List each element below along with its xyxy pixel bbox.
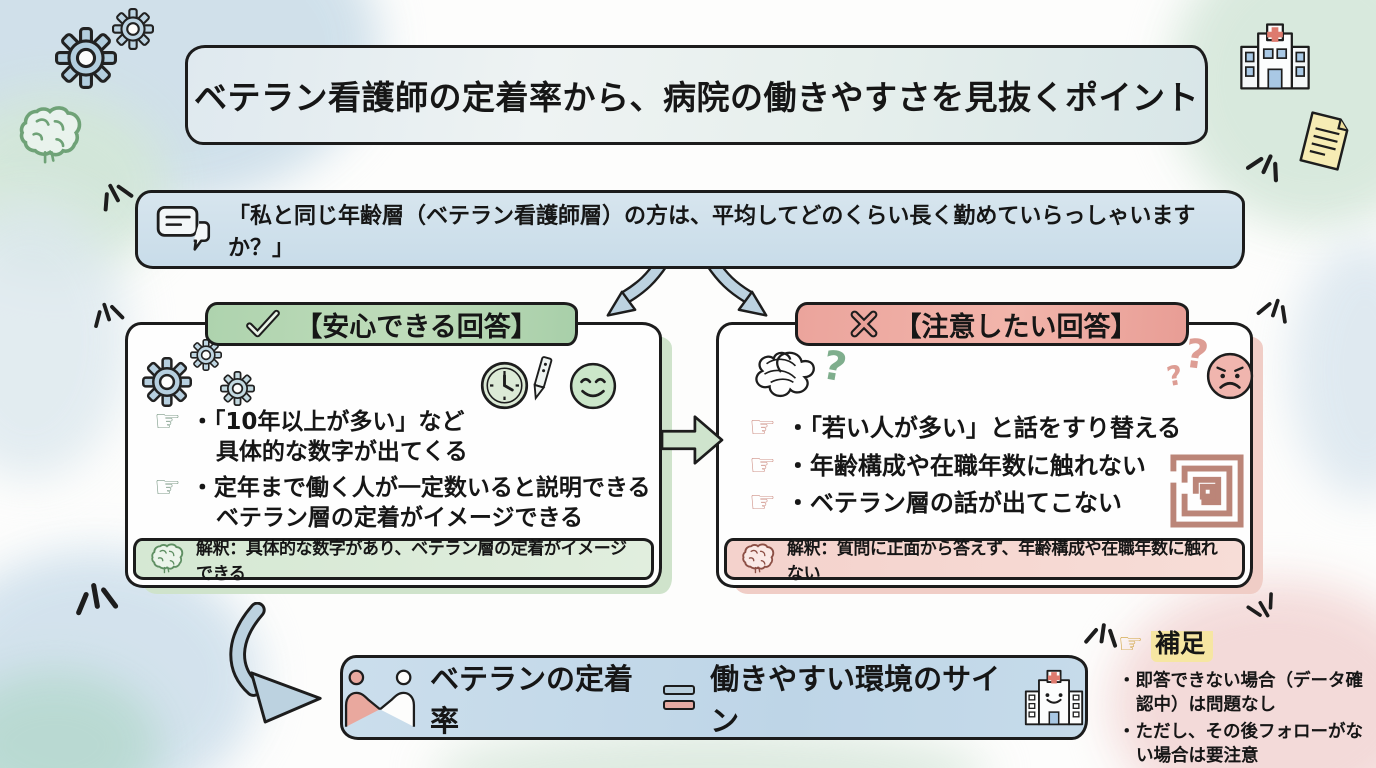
bad-interpretation-bar: 解釈：質問に正面から答えず、年齢構成や在職年数に触れない — [724, 538, 1245, 584]
bad-bullet-text: ・年齢構成や在職年数に触れない — [785, 452, 1146, 480]
gear-icon — [142, 357, 192, 407]
title-banner: ベテラン看護師の定着率から、病院の働きやすさを見抜くポイント — [185, 45, 1208, 145]
question-banner: 「私と同じ年齢層（ベテラン看護師層）の方は、平均してどのくらい長く勤めていらっし… — [135, 190, 1245, 269]
supplement-notes: ・即答できない場合（データ確認中）は問題なし ・ただし、その後フォローがない場合… — [1118, 669, 1374, 768]
hospital-icon — [1238, 22, 1312, 92]
gear-icon — [112, 8, 154, 50]
conclusion-box: ベテランの定着率 働きやすい環境のサイン — [340, 655, 1088, 740]
supplement-note: ・即答できない場合（データ確認中）は問題なし — [1118, 671, 1363, 716]
brain-icon — [148, 542, 186, 576]
bad-bullet-row: ☞ ・ベテラン層の話が出てこない — [749, 488, 1122, 520]
question-text: 「私と同じ年齢層（ベテラン看護師層）の方は、平均してどのくらい長く勤めていらっし… — [228, 203, 1196, 261]
pointing-hand-icon: ☞ — [749, 448, 776, 483]
pointing-hand-icon: ☞ — [1118, 626, 1144, 660]
watercolor-blob — [1290, 240, 1376, 500]
bad-bullet-row: ☞ ・「若い人が多い」と話をすり替える — [749, 413, 1181, 445]
good-interpretation-bar: 解釈：具体的な数字があり、ベテラン層の定着がイメージできる — [133, 538, 654, 584]
equals-bar — [663, 700, 696, 710]
page-title: ベテラン看護師の定着率から、病院の働きやすさを見抜くポイント — [194, 78, 1199, 117]
supplement-section: ☞ 補足 ・即答できない場合（データ確認中）は問題なし ・ただし、その後フォロー… — [1118, 624, 1374, 768]
question-mark-icon: ? — [819, 342, 851, 392]
bad-answer-header: 【注意したい回答】 — [795, 302, 1189, 346]
bad-bullet-text: ・「若い人が多い」と話をすり替える — [785, 414, 1182, 442]
good-answer-title: 【安心できる回答】 — [295, 311, 538, 343]
good-bullet-row: ☞ ・定年まで働く人が一定数いると説明できる ベテラン層の定着がイメージできる — [154, 473, 650, 534]
supplement-note: ・ただし、その後フォローがない場合は要注意 — [1118, 722, 1363, 767]
brain-icon — [739, 542, 777, 576]
maze-icon — [1165, 449, 1249, 533]
handshake-icon — [343, 668, 417, 728]
bad-answer-box: ? ? ? ☞ ・「若い人が多い」と話をすり替える ☞ ・年齢構成や在職年数に触… — [716, 322, 1253, 588]
checkmark-icon — [245, 308, 281, 340]
sparkle-icon — [64, 562, 127, 625]
hospital-smiley-icon — [1023, 668, 1085, 728]
pointing-hand-icon: ☞ — [749, 410, 776, 445]
gear-icon — [55, 27, 117, 89]
clock-icon — [480, 361, 529, 410]
bad-answer-title: 【注意したい回答】 — [894, 311, 1138, 343]
good-answer-box: ☞ ・「10年以上が多い」など 具体的な数字が出てくる ☞ ・定年まで働く人が一… — [125, 322, 662, 588]
good-answer-header: 【安心できる回答】 — [205, 302, 578, 346]
pointing-hand-icon: ☞ — [154, 470, 181, 505]
good-bullet-text: ・定年まで働く人が一定数いると説明できる ベテラン層の定着がイメージできる — [190, 475, 651, 532]
scribble-confusion-icon — [741, 341, 821, 403]
supplement-title: 補足 — [1151, 624, 1214, 662]
equals-bar — [663, 685, 696, 695]
bad-bullet-text: ・ベテラン層の話が出てこない — [785, 489, 1122, 517]
chat-bubble-icon — [156, 205, 212, 255]
brain-icon — [14, 103, 86, 169]
right-block-arrow-icon — [656, 410, 728, 470]
good-interpretation-text: 解釈：具体的な数字があり、ベテラン層の定着がイメージできる — [196, 539, 627, 584]
good-bullet-row: ☞ ・「10年以上が多い」など 具体的な数字が出てくる — [154, 407, 468, 468]
pointing-hand-icon: ☞ — [749, 485, 776, 520]
equals-icon — [663, 685, 696, 710]
question-mark-icon: ? — [1164, 359, 1186, 394]
sparkle-icon — [1251, 281, 1301, 331]
good-bullet-text: ・「10年以上が多い」など 具体的な数字が出てくる — [190, 409, 468, 466]
pencil-icon — [525, 351, 557, 404]
conclusion-right-text: 働きやすい環境のサイン — [710, 661, 1001, 738]
bad-bullet-row: ☞ ・年齢構成や在職年数に触れない — [749, 451, 1146, 483]
gear-icon — [220, 371, 255, 406]
supplement-header: ☞ 補足 — [1118, 624, 1374, 662]
bad-interpretation-text: 解釈：質問に正面から答えず、年齢構成や在職年数に触れない — [787, 539, 1218, 584]
cross-icon — [847, 307, 881, 341]
smiley-face-icon — [568, 361, 618, 411]
pointing-hand-icon: ☞ — [154, 404, 181, 439]
curved-down-arrow-icon — [222, 602, 330, 730]
sad-face-icon — [1205, 351, 1255, 401]
conclusion-left-text: ベテランの定着率 — [430, 661, 634, 738]
